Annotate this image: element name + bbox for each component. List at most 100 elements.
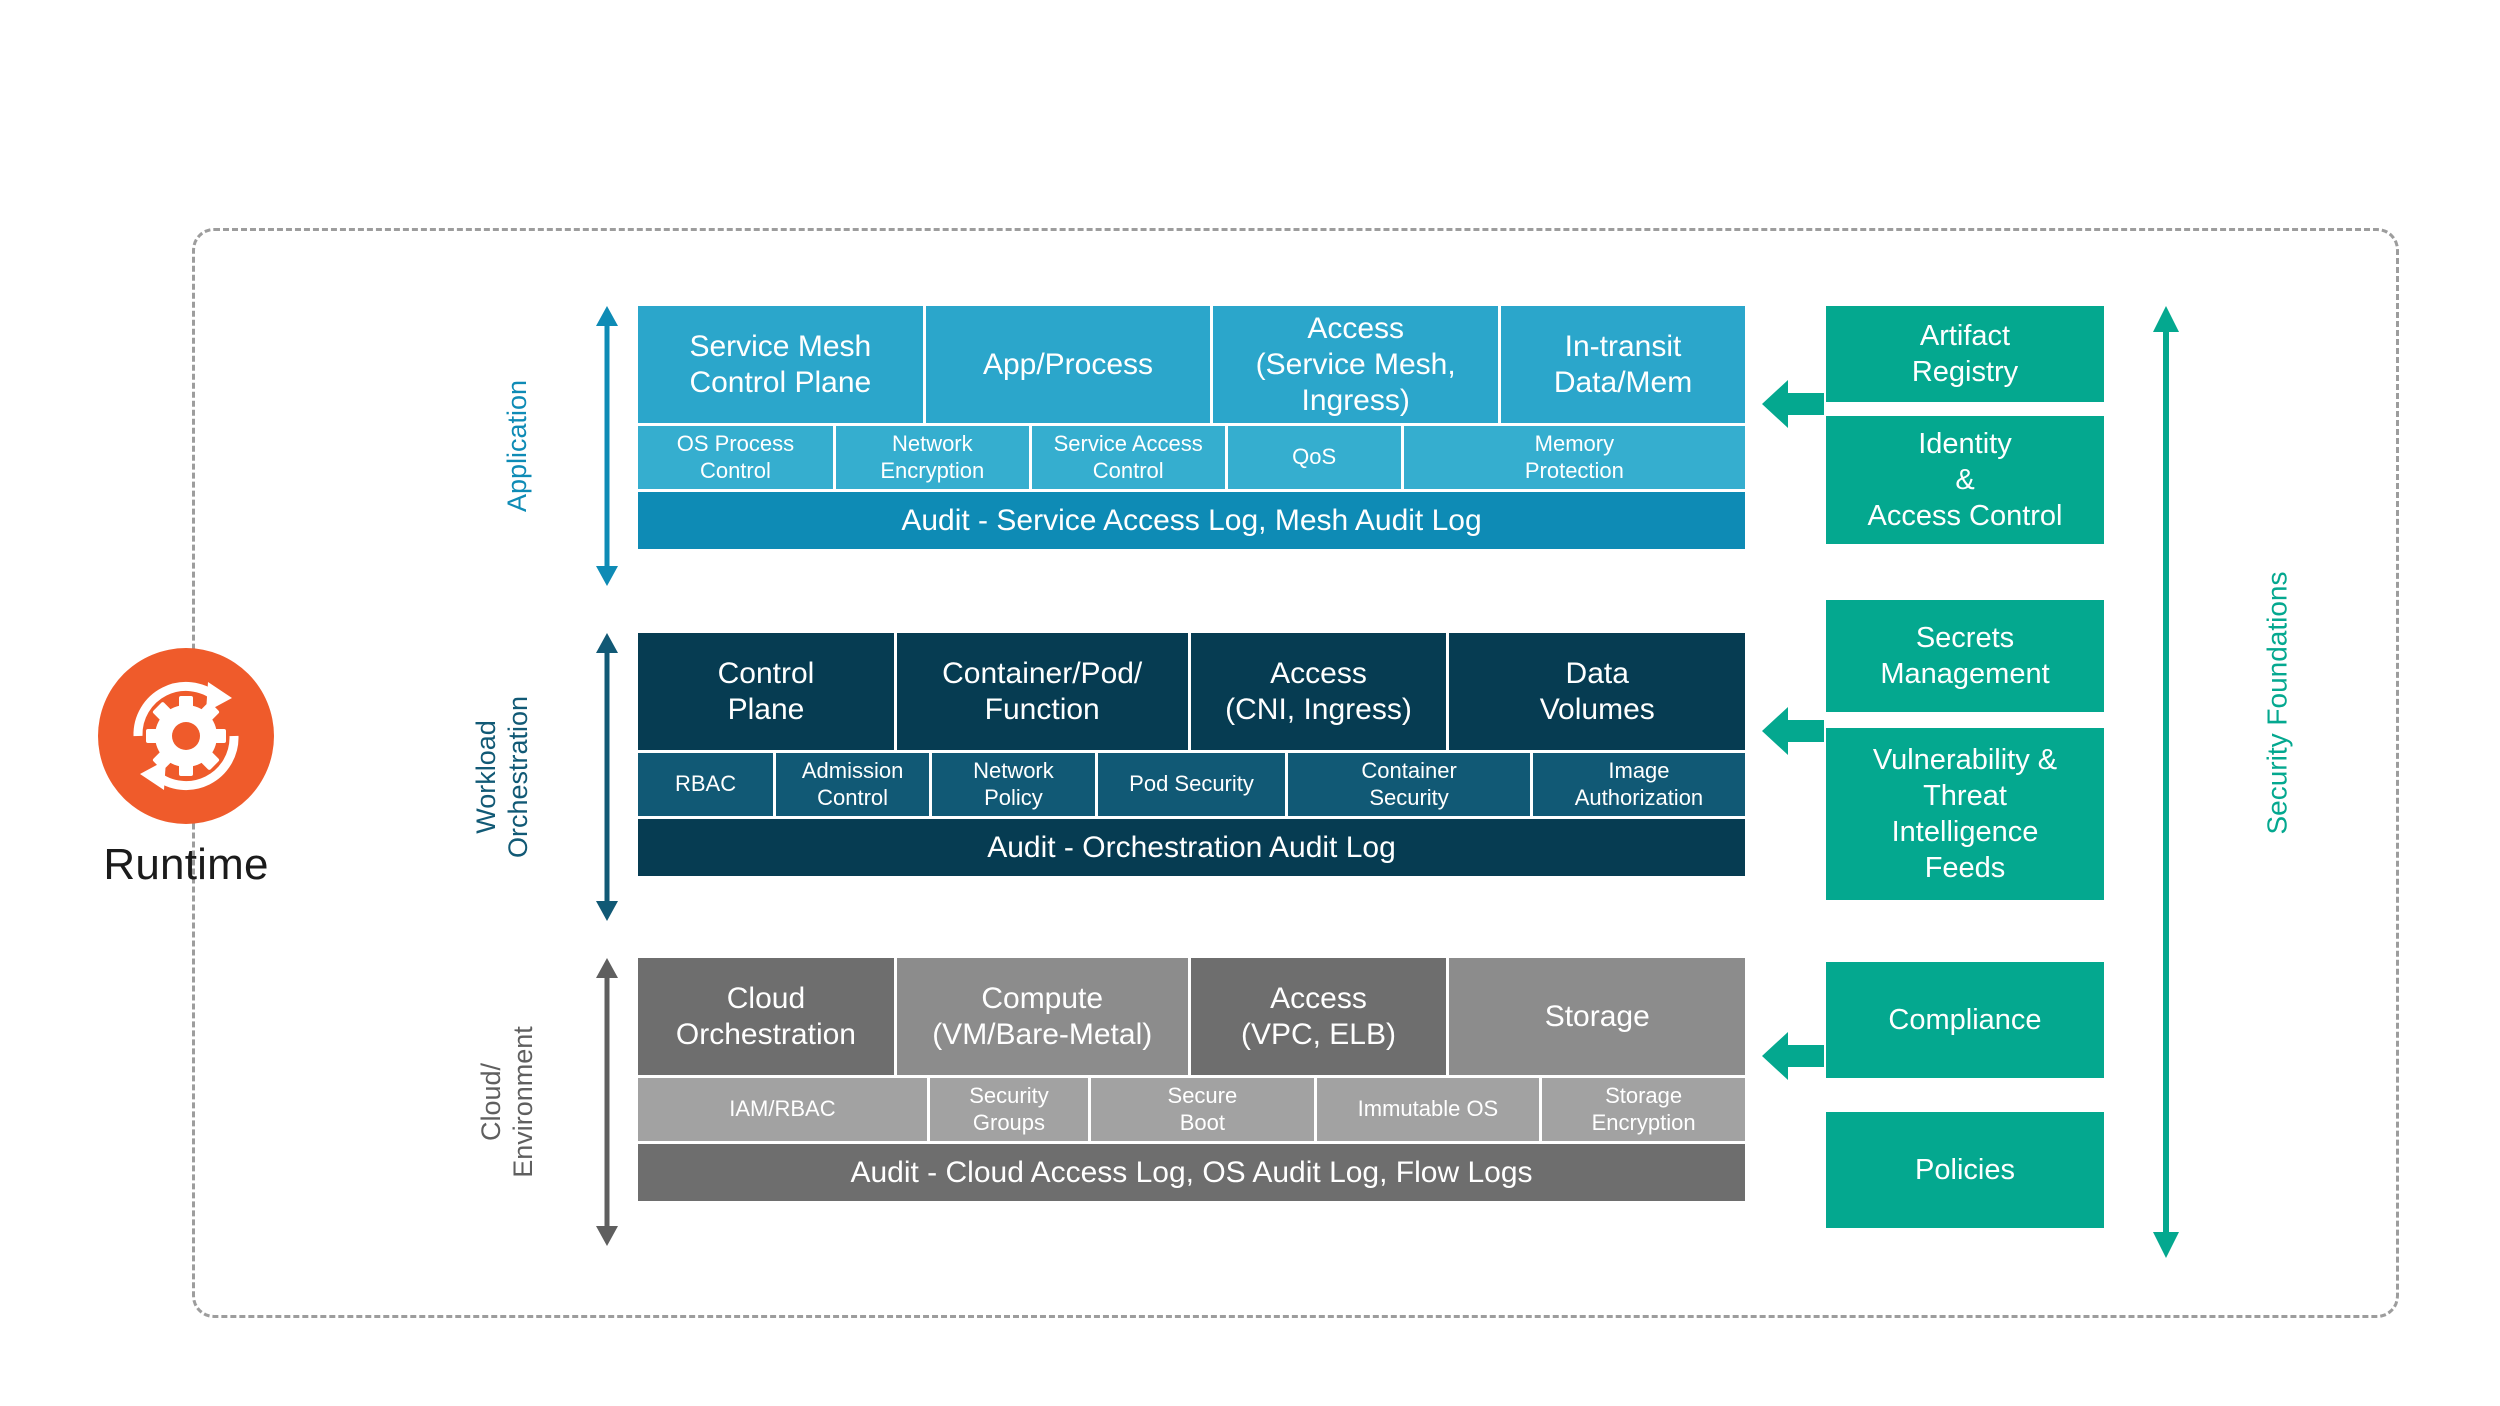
- cell-line: Memory: [1534, 431, 1615, 457]
- cell-service-access-control[interactable]: Service Access Control: [1031, 426, 1225, 489]
- sf-card-identity-access-control[interactable]: Identity & Access Control: [1826, 416, 2104, 544]
- axis-cloud-line-1: Cloud/: [476, 1062, 507, 1142]
- cell-security-groups[interactable]: Security Groups: [929, 1078, 1089, 1141]
- cell-line: Volumes: [1539, 692, 1655, 726]
- cell-line: Data: [1565, 656, 1629, 690]
- cell-secure-boot[interactable]: Secure Boot: [1091, 1078, 1314, 1141]
- inbound-arrow-cloud-icon: [1762, 1030, 1824, 1082]
- sf-card-line: Policies: [1915, 1153, 2015, 1186]
- sf-card-line: Registry: [1911, 356, 2019, 388]
- layer-workload: Control Plane Container/Pod/ Function Ac…: [638, 633, 1746, 876]
- cell-line: Container: [1361, 758, 1457, 784]
- sf-card-line: Artifact: [1919, 319, 2011, 352]
- inbound-arrow-workload-icon: [1762, 705, 1824, 757]
- cell-line: In-transit: [1564, 329, 1682, 363]
- cell-access-cni-ingress[interactable]: Access (CNI, Ingress): [1190, 633, 1447, 750]
- sf-card-secrets-management[interactable]: Secrets Management: [1826, 600, 2104, 712]
- cell-line: Control: [699, 457, 771, 483]
- cell-line: Policy: [984, 784, 1043, 810]
- sf-card-line: Secrets: [1915, 621, 2015, 654]
- sf-card-compliance[interactable]: Compliance: [1826, 962, 2104, 1078]
- cell-line: (VM/Bare-Metal): [932, 1017, 1153, 1051]
- cell-line: Storage: [1605, 1083, 1683, 1109]
- axis-security-foundations-arrow: [2146, 306, 2186, 1258]
- axis-cloud-line-2: Environment: [508, 1026, 539, 1178]
- sf-card-line: Feeds: [1924, 852, 2006, 885]
- cell-compute-vm-bare-metal[interactable]: Compute (VM/Bare-Metal): [896, 958, 1188, 1075]
- cell-line: Pod Security: [1129, 771, 1254, 797]
- cell-network-encryption[interactable]: Network Encryption: [835, 426, 1029, 489]
- cell-rbac[interactable]: RBAC: [638, 753, 774, 816]
- cell-app-process[interactable]: App/Process: [925, 306, 1211, 423]
- cell-line: Network: [973, 758, 1054, 784]
- cell-qos[interactable]: QoS: [1227, 426, 1401, 489]
- cell-line: Admission: [801, 758, 904, 784]
- cell-line: Cloud: [726, 981, 806, 1015]
- cell-data-volumes[interactable]: Data Volumes: [1449, 633, 1746, 750]
- cell-line: Access: [1270, 656, 1367, 690]
- cell-os-process-control[interactable]: OS Process Control: [638, 426, 833, 489]
- sf-card-line: &: [1955, 463, 1975, 496]
- cell-line: (Service Mesh,: [1255, 347, 1456, 381]
- axis-cloud: Cloud/ Environment: [460, 958, 620, 1246]
- cell-line: RBAC: [675, 771, 737, 797]
- cell-access-vpc-elb[interactable]: Access (VPC, ELB): [1190, 958, 1447, 1075]
- application-main-row: Service Mesh Control Plane App/Process A…: [638, 306, 1746, 423]
- axis-workload-arrow: [594, 633, 620, 921]
- cell-immutable-os[interactable]: Immutable OS: [1316, 1078, 1540, 1141]
- axis-application-label: Application: [502, 379, 533, 513]
- cell-memory-protection[interactable]: Memory Protection: [1403, 426, 1746, 489]
- axis-application: Application: [460, 306, 620, 586]
- cell-in-transit-data-mem[interactable]: In-transit Data/Mem: [1501, 306, 1746, 423]
- gear-refresh-icon: [98, 648, 274, 824]
- workload-audit-bar[interactable]: Audit - Orchestration Audit Log: [638, 819, 1745, 876]
- sf-card-line: Threat: [1923, 779, 2007, 812]
- cell-line: Container/Pod/: [942, 656, 1143, 690]
- axis-security-foundations-label: Security Foundations: [2146, 571, 2293, 834]
- cell-line: App/Process: [982, 347, 1154, 381]
- cell-line: Control Plane: [689, 365, 872, 399]
- cell-control-plane[interactable]: Control Plane: [638, 633, 894, 750]
- cell-service-mesh-control-plane[interactable]: Service Mesh Control Plane: [638, 306, 923, 423]
- cell-line: OS Process: [676, 431, 795, 457]
- cell-access-service-mesh-ingress[interactable]: Access (Service Mesh, Ingress): [1213, 306, 1499, 423]
- cell-line: Ingress): [1301, 383, 1410, 417]
- cell-line: Plane: [727, 692, 805, 726]
- cell-admission-control[interactable]: Admission Control: [776, 753, 930, 816]
- cell-storage[interactable]: Storage: [1449, 958, 1746, 1075]
- cell-image-authorization[interactable]: Image Authorization: [1532, 753, 1746, 816]
- layer-cloud: Cloud Orchestration Compute (VM/Bare-Met…: [638, 958, 1746, 1201]
- cell-line: Function: [984, 692, 1100, 726]
- application-sub-row: OS Process Control Network Encryption Se…: [638, 426, 1746, 489]
- cell-line: Control: [817, 784, 889, 810]
- cell-container-pod-function[interactable]: Container/Pod/ Function: [896, 633, 1188, 750]
- sf-card-artifact-registry[interactable]: Artifact Registry: [1826, 306, 2104, 402]
- axis-application-arrow: [594, 306, 620, 586]
- cell-container-security[interactable]: Container Security: [1288, 753, 1530, 816]
- axis-workload-label: Workload Orchestration: [471, 696, 535, 858]
- cell-line: Data/Mem: [1553, 365, 1693, 399]
- sf-card-policies[interactable]: Policies: [1826, 1112, 2104, 1228]
- application-audit-bar[interactable]: Audit - Service Access Log, Mesh Audit L…: [638, 492, 1745, 549]
- cell-line: Compute: [981, 981, 1104, 1015]
- cell-line: Immutable OS: [1357, 1096, 1499, 1122]
- cell-iam-rbac[interactable]: IAM/RBAC: [638, 1078, 927, 1141]
- cloud-audit-bar[interactable]: Audit - Cloud Access Log, OS Audit Log, …: [638, 1144, 1745, 1201]
- cell-pod-security[interactable]: Pod Security: [1097, 753, 1286, 816]
- layer-application: Service Mesh Control Plane App/Process A…: [638, 306, 1746, 549]
- inbound-arrow-application-icon: [1762, 378, 1824, 430]
- cell-line: Network: [891, 431, 973, 457]
- cell-storage-encryption[interactable]: Storage Encryption: [1542, 1078, 1745, 1141]
- cell-line: Storage: [1544, 999, 1650, 1033]
- axis-cloud-arrow: [594, 958, 620, 1246]
- sf-card-vulnerability-threat-intelligence-feeds[interactable]: Vulnerability & Threat Intelligence Feed…: [1826, 728, 2104, 900]
- cell-line: Control: [717, 656, 815, 690]
- cell-line: (CNI, Ingress): [1225, 692, 1412, 726]
- cell-network-policy[interactable]: Network Policy: [932, 753, 1095, 816]
- cell-line: Encryption: [880, 457, 985, 483]
- runtime-label: Runtime: [103, 840, 269, 889]
- cell-line: IAM/RBAC: [729, 1096, 836, 1122]
- sf-card-line: Compliance: [1888, 1003, 2042, 1036]
- cell-line: Encryption: [1591, 1109, 1696, 1135]
- cell-cloud-orchestration[interactable]: Cloud Orchestration: [638, 958, 894, 1075]
